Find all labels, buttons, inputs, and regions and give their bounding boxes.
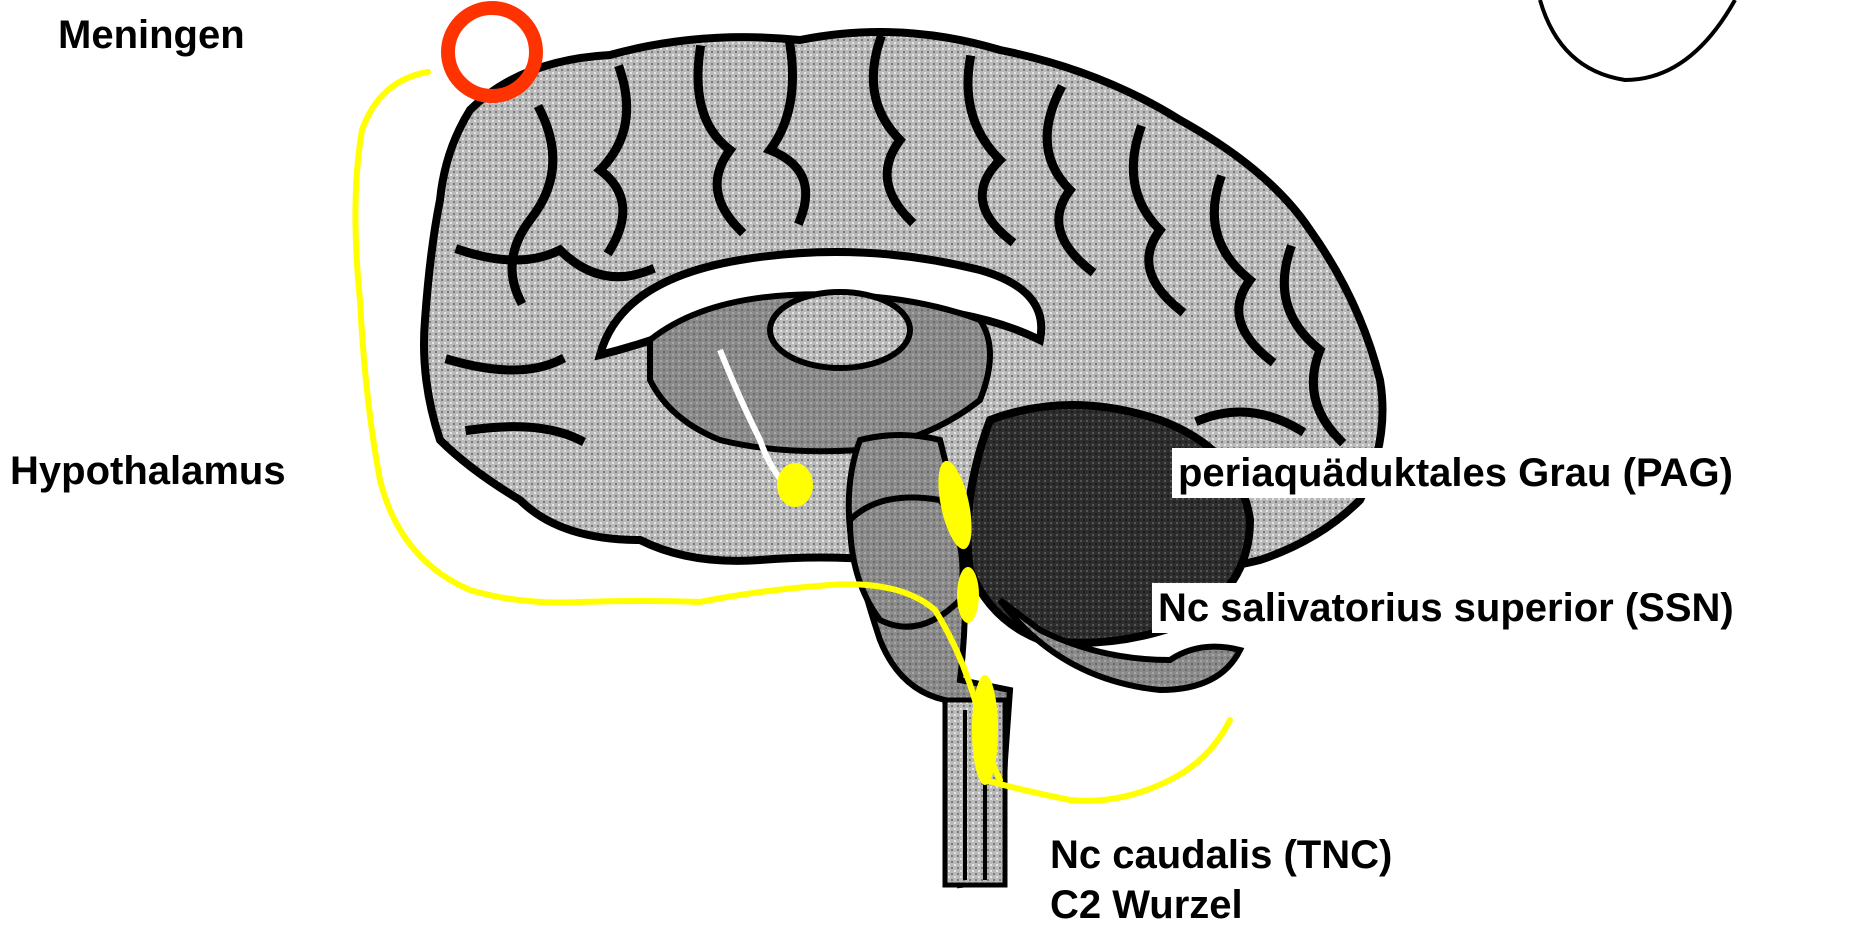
meningen-marker — [448, 8, 536, 96]
hypothalamus-nucleus — [777, 463, 813, 507]
label-tnc: Nc caudalis (TNC) — [1050, 832, 1392, 878]
label-hypothalamus: Hypothalamus — [10, 448, 286, 494]
label-pag: periaquäduktales Grau (PAG) — [1172, 448, 1739, 498]
partial-circle-outline — [1540, 0, 1735, 80]
label-meningen: Meningen — [58, 12, 245, 58]
tnc-to-c2-path — [985, 720, 1230, 801]
ssn-nucleus — [957, 567, 979, 623]
label-ssn: Nc salivatorius superior (SSN) — [1152, 583, 1740, 633]
label-c2-wurzel: C2 Wurzel — [1050, 882, 1243, 928]
tnc-nucleus — [972, 675, 998, 785]
